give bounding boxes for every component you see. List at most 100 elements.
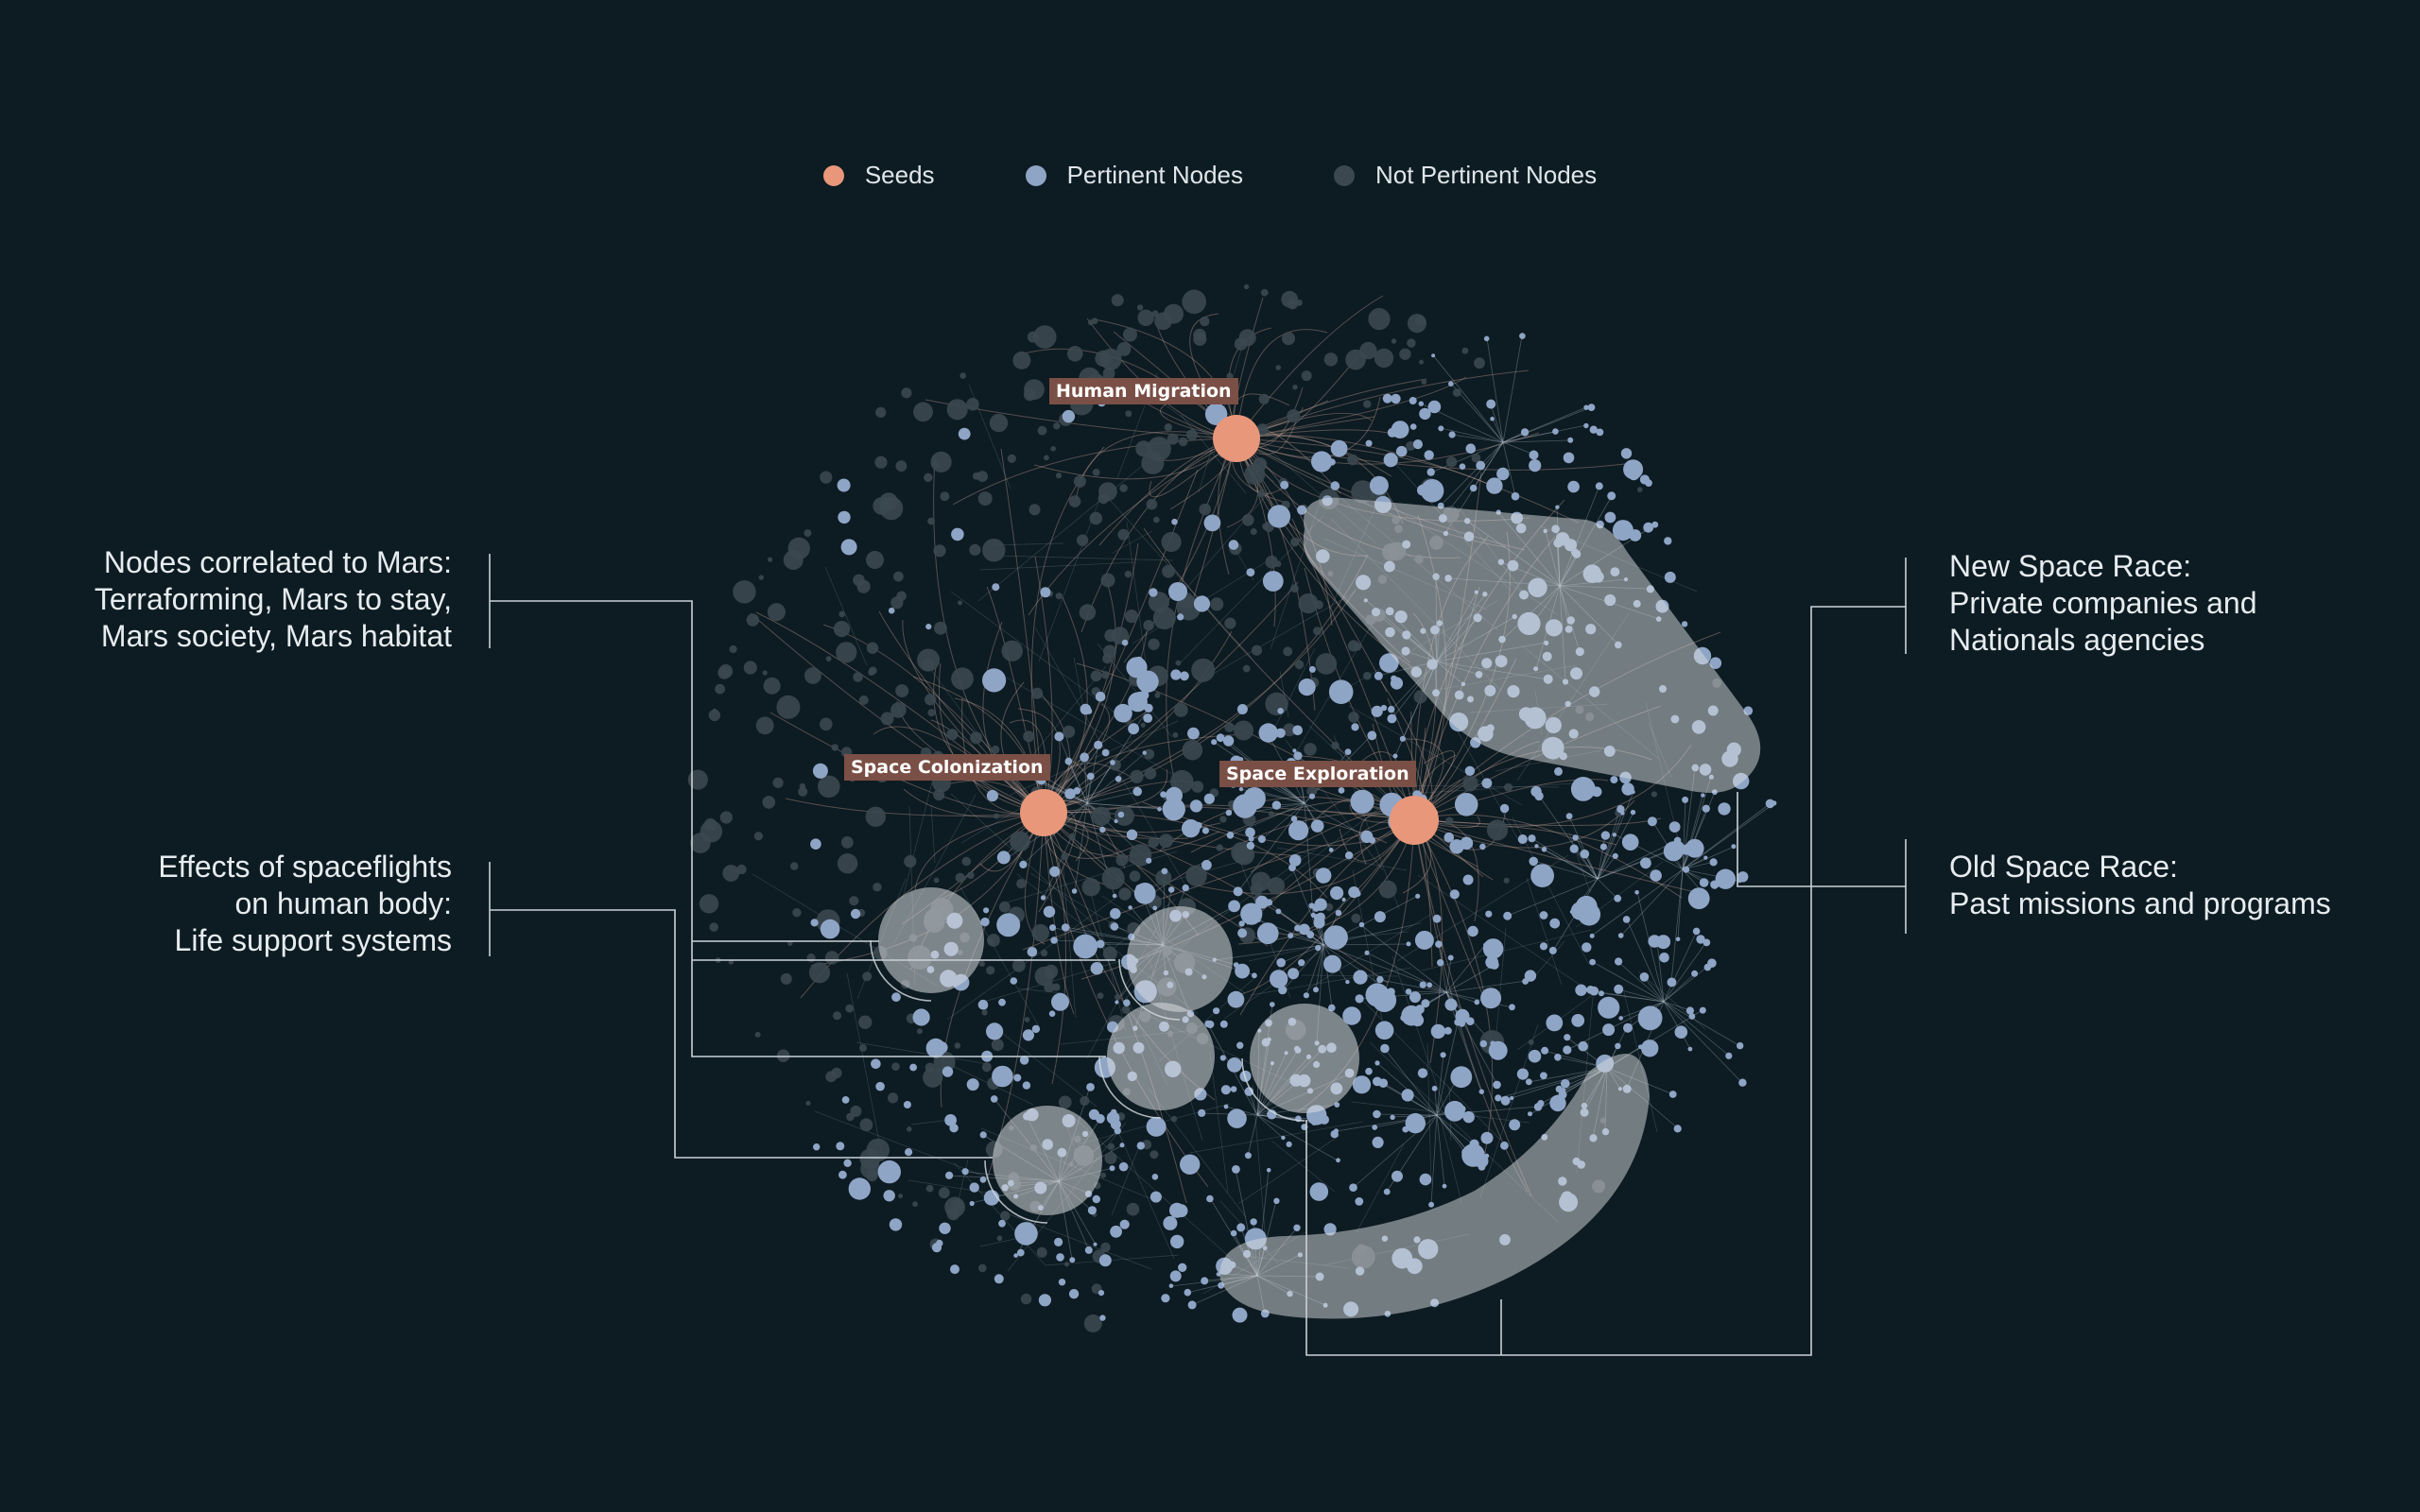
pertinent-node bbox=[1549, 918, 1561, 929]
pertinent-node bbox=[1369, 475, 1389, 495]
new-space-race-highlight bbox=[1303, 497, 1761, 793]
pertinent-node bbox=[1133, 883, 1156, 904]
hub-edge bbox=[1573, 848, 1599, 880]
pertinent-node bbox=[1027, 947, 1038, 957]
hub-edge bbox=[1663, 1001, 1743, 1084]
pertinent-node bbox=[1255, 895, 1269, 909]
pertinent-node bbox=[1228, 900, 1240, 913]
pertinent-node bbox=[812, 763, 828, 779]
not-pertinent-node bbox=[719, 811, 733, 824]
pertinent-node bbox=[1541, 847, 1547, 852]
pertinent-node bbox=[1430, 1023, 1446, 1040]
pertinent-node bbox=[945, 1171, 954, 1179]
pertinent-node bbox=[1392, 1170, 1403, 1182]
not-pertinent-node bbox=[1199, 503, 1211, 516]
graph-edge bbox=[1426, 1042, 1432, 1185]
pertinent-node bbox=[1561, 1078, 1570, 1089]
pertinent-node bbox=[1222, 735, 1235, 747]
not-pertinent-node bbox=[1092, 469, 1100, 476]
pertinent-node bbox=[1328, 848, 1334, 852]
pertinent-node bbox=[1054, 1237, 1063, 1246]
seed-label-space-exploration: Space Exploration bbox=[1219, 761, 1416, 787]
pertinent-node bbox=[905, 1148, 913, 1157]
pertinent-node bbox=[1402, 1125, 1409, 1133]
graph-edge bbox=[996, 555, 1174, 561]
not-pertinent-node bbox=[1121, 1005, 1131, 1014]
pertinent-node bbox=[1696, 935, 1705, 944]
hub-edge bbox=[1282, 944, 1324, 991]
not-pertinent-node bbox=[1140, 722, 1146, 728]
not-pertinent-node bbox=[978, 1263, 987, 1273]
not-pertinent-node bbox=[729, 644, 737, 654]
pertinent-node bbox=[1230, 1086, 1237, 1092]
not-pertinent-node bbox=[853, 672, 863, 682]
pertinent-node bbox=[1310, 819, 1324, 833]
pertinent-node bbox=[1177, 613, 1184, 621]
pertinent-node bbox=[810, 838, 821, 850]
not-pertinent-node bbox=[831, 744, 838, 751]
not-pertinent-node bbox=[840, 836, 854, 849]
graph-edge bbox=[930, 804, 936, 864]
not-pertinent-node bbox=[912, 1201, 918, 1208]
pertinent-node bbox=[1415, 893, 1421, 899]
not-pertinent-node bbox=[1445, 456, 1458, 468]
hub-edge bbox=[1438, 943, 1447, 993]
pertinent-node bbox=[1432, 914, 1442, 923]
pertinent-node bbox=[1128, 905, 1132, 910]
pertinent-node bbox=[1290, 816, 1298, 822]
not-pertinent-node bbox=[1053, 422, 1061, 430]
seed-edge bbox=[1413, 817, 1662, 827]
graph-edge bbox=[1568, 832, 1591, 893]
pertinent-node bbox=[1187, 727, 1200, 740]
pertinent-node bbox=[950, 1264, 959, 1275]
not-pertinent-node bbox=[1292, 385, 1298, 390]
not-pertinent-node bbox=[921, 659, 935, 672]
pertinent-node bbox=[1524, 970, 1537, 982]
pertinent-node bbox=[1428, 1201, 1435, 1208]
seed-edge bbox=[1413, 819, 1532, 1197]
hub-edge bbox=[1486, 337, 1504, 443]
graph-edge bbox=[1276, 847, 1408, 871]
pertinent-node bbox=[951, 527, 964, 541]
pertinent-node bbox=[936, 1041, 948, 1054]
pertinent-node bbox=[1699, 878, 1709, 887]
pertinent-node bbox=[1203, 514, 1221, 532]
graph-edge bbox=[824, 566, 868, 666]
pertinent-node bbox=[1098, 1290, 1105, 1297]
pertinent-node bbox=[1427, 400, 1442, 414]
hub-edge bbox=[1058, 735, 1088, 804]
not-pertinent-node bbox=[954, 1042, 961, 1049]
pertinent-node bbox=[1392, 753, 1398, 759]
hub-edge bbox=[1375, 1113, 1438, 1116]
not-pertinent-node bbox=[1348, 712, 1359, 723]
not-pertinent-node bbox=[1315, 653, 1338, 675]
graph-edge bbox=[977, 448, 1164, 602]
hub-edge bbox=[1597, 834, 1606, 880]
pertinent-node bbox=[1374, 1060, 1380, 1066]
pertinent-node bbox=[1161, 868, 1168, 875]
pertinent-node bbox=[1235, 963, 1250, 979]
not-pertinent-node bbox=[1130, 769, 1144, 783]
not-pertinent-node bbox=[967, 871, 975, 879]
pertinent-node bbox=[1342, 1006, 1361, 1025]
pertinent-node bbox=[1110, 760, 1115, 765]
pertinent-node bbox=[1604, 511, 1616, 524]
not-pertinent-node bbox=[708, 709, 721, 722]
hub-edge bbox=[1492, 418, 1504, 443]
pertinent-node bbox=[1582, 783, 1591, 792]
pertinent-node bbox=[1443, 1026, 1452, 1035]
pertinent-node bbox=[1450, 1066, 1473, 1089]
not-pertinent-node bbox=[981, 1009, 988, 1016]
pertinent-node bbox=[1348, 886, 1360, 899]
not-pertinent-node bbox=[1126, 1202, 1140, 1216]
hub-edge bbox=[1597, 812, 1623, 880]
pertinent-node bbox=[1358, 921, 1365, 928]
pertinent-node bbox=[813, 1143, 821, 1151]
not-pertinent-node bbox=[1407, 338, 1416, 348]
pertinent-node bbox=[1476, 460, 1486, 471]
hub-edge bbox=[1256, 1114, 1299, 1120]
not-pertinent-node bbox=[1155, 869, 1172, 886]
not-pertinent-node bbox=[994, 813, 1000, 819]
hub-edge bbox=[1643, 976, 1665, 1003]
pertinent-node bbox=[1226, 832, 1235, 839]
